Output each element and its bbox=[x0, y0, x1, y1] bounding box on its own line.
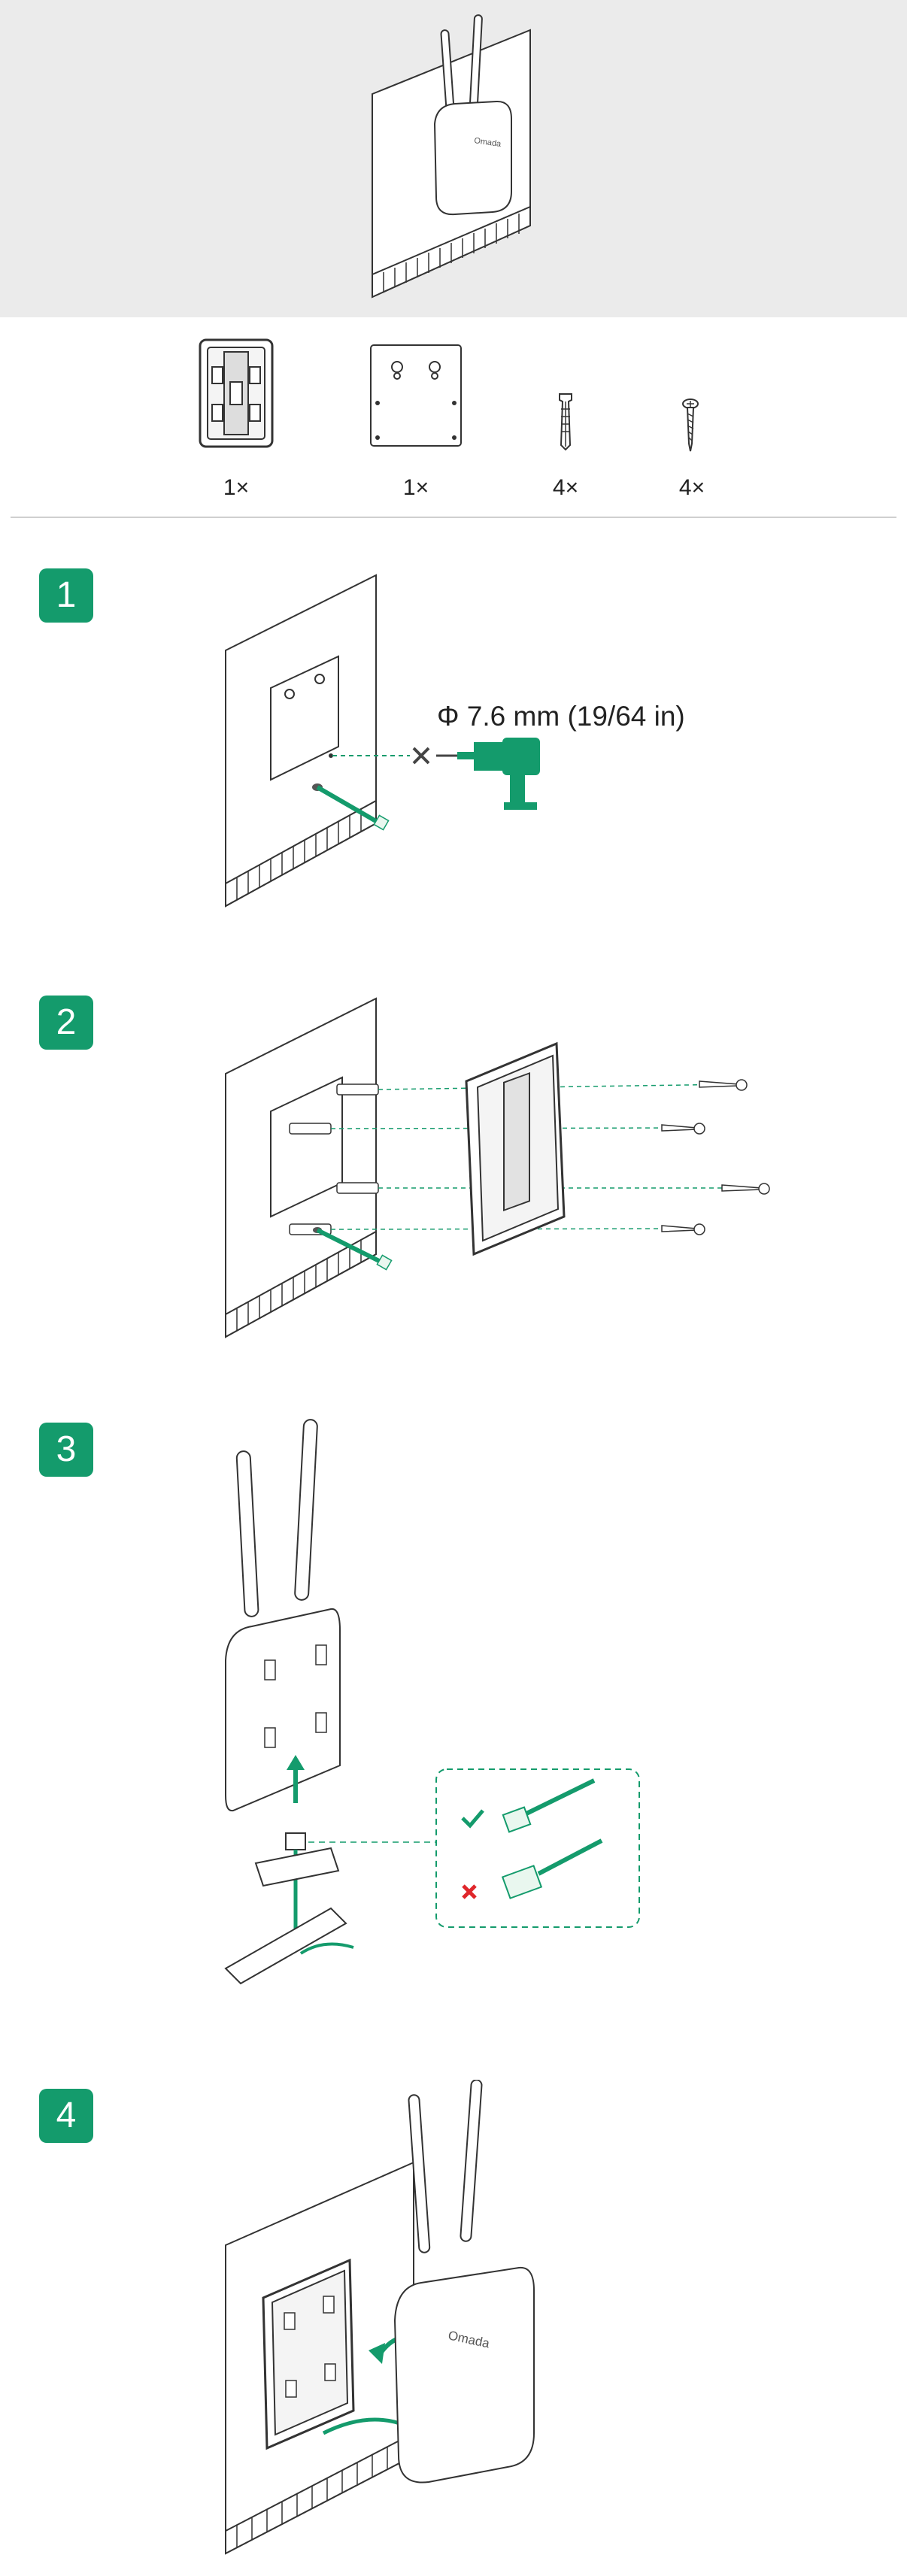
step-4-badge: 4 bbox=[39, 2089, 93, 2143]
plastic-anchor-icon bbox=[559, 393, 572, 451]
step-4-mount-device-illustration: Omada bbox=[225, 2080, 535, 2555]
bracket-illustration bbox=[465, 1041, 566, 1256]
wall-mounted-device-illustration: Omada bbox=[372, 14, 531, 299]
screw-icon bbox=[682, 399, 699, 452]
drill-size-label: Φ 7.6 mm (19/64 in) bbox=[437, 701, 685, 732]
hero-device-logo: Omada bbox=[474, 136, 502, 149]
drilling-template-icon bbox=[370, 344, 462, 447]
anchor-quantity: 4× bbox=[552, 475, 579, 500]
step-3-badge: 3 bbox=[39, 1423, 93, 1477]
step-2-anchors-screws-illustration bbox=[225, 997, 770, 1338]
step-2-badge: 2 bbox=[39, 996, 93, 1050]
step-1-drilling-illustration bbox=[225, 574, 540, 908]
hero-illustration: Omada bbox=[0, 0, 907, 317]
drill-icon bbox=[457, 738, 540, 810]
screw-quantity: 4× bbox=[678, 475, 705, 500]
screws-illustration bbox=[661, 1079, 770, 1235]
divider bbox=[11, 517, 896, 518]
bracket-quantity: 1× bbox=[223, 475, 250, 500]
mounting-bracket-icon bbox=[199, 338, 274, 448]
accessories-row: 1× 1× 4× 4× bbox=[0, 317, 907, 519]
step-1-badge: 1 bbox=[39, 568, 93, 623]
template-quantity: 1× bbox=[402, 475, 429, 500]
cross-icon bbox=[462, 1884, 477, 1899]
cross-mark bbox=[412, 747, 430, 765]
step-3-cable-connection-illustration bbox=[224, 1419, 640, 1985]
check-icon bbox=[461, 1809, 484, 1829]
